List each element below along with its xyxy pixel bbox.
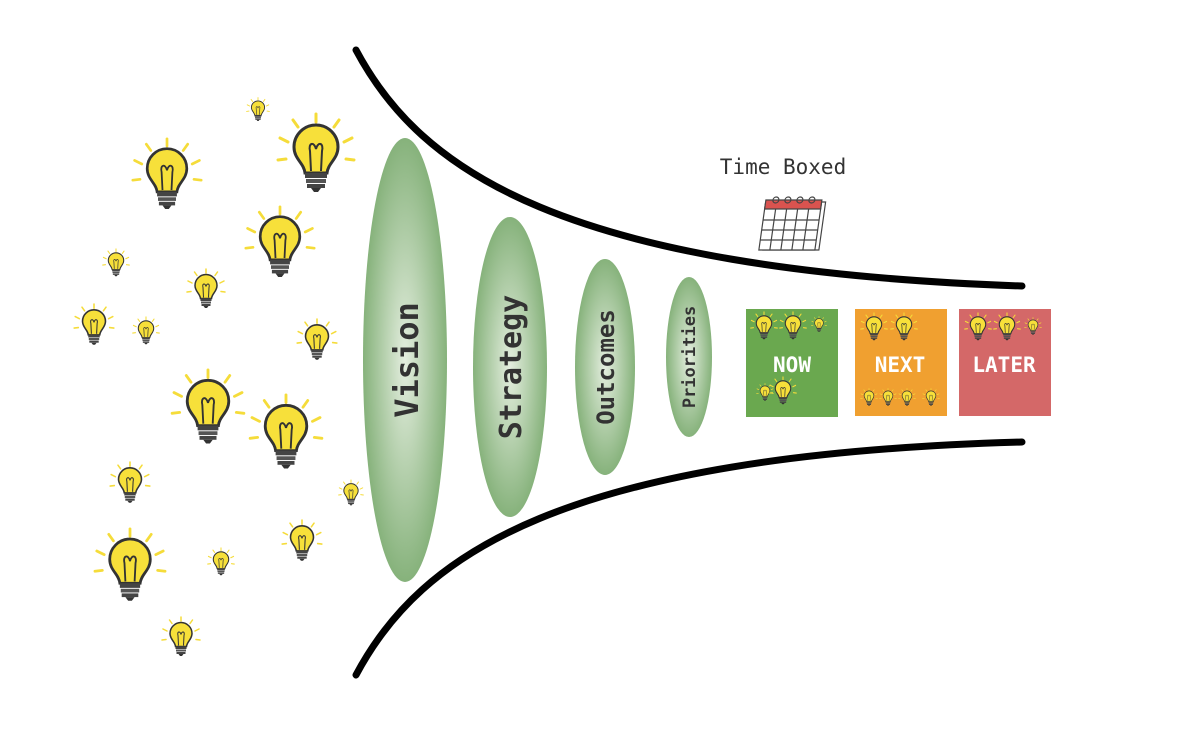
lightbulb-icon [276, 112, 356, 194]
lightbulb-icon [248, 393, 324, 470]
stage-label: Outcomes [592, 309, 620, 425]
funnel-bottom-edge [352, 438, 1026, 679]
funnel-top-edge [352, 46, 1026, 290]
stage-label: Vision [388, 302, 426, 418]
lightbulb-icon [281, 519, 323, 562]
stage-label: Strategy [494, 295, 529, 440]
lightbulb-icon [296, 318, 338, 361]
lightbulb-icon [338, 479, 364, 506]
lightbulb-icon [244, 205, 316, 279]
lightbulb-icon [93, 527, 167, 603]
lightbulb-icon [186, 268, 226, 309]
lightbulb-icon [170, 368, 246, 445]
calendar-icon [758, 196, 827, 251]
bucket-later: LATER [959, 309, 1051, 416]
stage-priorities: Priorities [666, 277, 712, 437]
lightbulb-icon [131, 137, 203, 211]
lightbulb-icon [207, 547, 235, 576]
lightbulb-icon [73, 303, 115, 346]
lightbulb-icon [102, 248, 130, 277]
bucket-label: NEXT [875, 353, 926, 377]
bucket-now: NOW [746, 309, 838, 417]
bucket-next: NEXT [855, 309, 947, 416]
stage-strategy: Strategy [473, 217, 547, 517]
bucket-label: LATER [972, 353, 1036, 377]
time-boxed-label: Time Boxed [720, 155, 846, 179]
stage-vision: Vision [363, 138, 447, 582]
stage-label: Priorities [680, 306, 700, 408]
lightbulb-icon [109, 461, 151, 504]
lightbulb-icon [132, 316, 160, 345]
stage-outcomes: Outcomes [575, 259, 635, 475]
lightbulb-icon [246, 97, 270, 122]
bucket-label: NOW [773, 353, 811, 377]
lightbulb-icon [161, 616, 201, 657]
idea-bulbs [73, 97, 364, 657]
